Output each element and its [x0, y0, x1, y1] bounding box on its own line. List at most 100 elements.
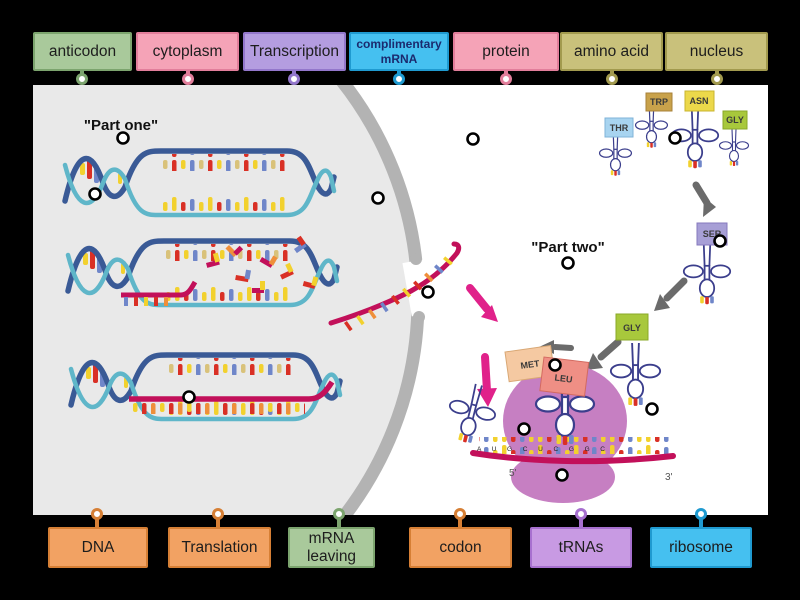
label-tile-ribosome[interactable]: ribosome	[650, 527, 752, 568]
connector-dot	[454, 508, 466, 520]
connector-stem	[80, 69, 84, 75]
connector-stem	[458, 518, 462, 527]
mrna-codon-letters: A U G C U C G G C	[477, 446, 605, 453]
connector-dot	[76, 73, 88, 85]
diagram-canvas: "Part one" "Part two" THR TRP ASN GLY	[0, 0, 768, 600]
gray-arrows	[539, 181, 716, 370]
answer-marker-7[interactable]	[668, 131, 682, 145]
connector-dot	[288, 73, 300, 85]
three-prime-label: 3'	[665, 472, 673, 483]
connector-stem	[186, 69, 190, 75]
label-text: cytoplasm	[152, 42, 223, 60]
connector-dot	[333, 508, 345, 520]
connector-dot	[182, 73, 194, 85]
amino-tag-thr: THR	[604, 117, 634, 138]
connector-stem	[95, 518, 99, 527]
tag-text: TRP	[650, 97, 668, 107]
part-two-label: "Part two"	[531, 239, 604, 256]
answer-marker-1[interactable]	[116, 131, 130, 145]
label-text: protein	[482, 42, 530, 60]
label-text: DNA	[81, 538, 115, 556]
label-tile-translation[interactable]: Translation	[168, 527, 271, 568]
forming-mrna	[121, 235, 319, 306]
answer-marker-8[interactable]	[713, 234, 727, 248]
answer-marker-5[interactable]	[466, 132, 480, 146]
tag-text: GLY	[623, 323, 641, 333]
amino-tag-gly-mid: GLY	[615, 313, 649, 341]
protein-synthesis-diagram: "Part one" "Part two" THR TRP ASN GLY	[0, 0, 750, 600]
pink-arrow-1	[466, 284, 498, 322]
label-tile-transcription[interactable]: Transcription	[243, 32, 346, 71]
answer-marker-3[interactable]	[182, 390, 196, 404]
tag-text: THR	[610, 123, 629, 133]
label-tile-dna[interactable]: DNA	[48, 527, 148, 568]
connector-dot	[711, 73, 723, 85]
label-text: codon	[439, 538, 482, 556]
label-text: amino acid	[574, 42, 649, 60]
label-text: mRNA leaving	[306, 530, 357, 565]
connector-dot	[500, 73, 512, 85]
connector-dot	[575, 508, 587, 520]
connector-stem	[337, 518, 341, 527]
answer-marker-13[interactable]	[645, 402, 659, 416]
connector-stem	[216, 518, 220, 527]
connector-dot	[212, 508, 224, 520]
trna-thr	[598, 134, 633, 177]
connector-dot	[695, 508, 707, 520]
answer-marker-12[interactable]	[555, 468, 569, 482]
answer-marker-9[interactable]	[561, 256, 575, 270]
label-text: anticodon	[48, 42, 117, 60]
part-one-label: "Part one"	[84, 117, 158, 134]
five-prime-label: 5'	[509, 468, 517, 479]
answer-marker-6[interactable]	[421, 285, 435, 299]
trna-gly-top	[718, 128, 750, 167]
trna-ser	[682, 244, 732, 306]
label-text: Translation	[181, 538, 258, 556]
connector-dot	[91, 508, 103, 520]
label-tile-mrna-leaving[interactable]: mRNA leaving	[288, 527, 375, 568]
connector-stem	[579, 518, 583, 527]
label-tile-amino-acid[interactable]: amino acid	[560, 32, 663, 71]
ribosome-mrna: A U G C U C G G C	[470, 437, 676, 465]
connector-stem	[504, 69, 508, 75]
label-tile-nucleus[interactable]: nucleus	[665, 32, 768, 71]
answer-marker-4[interactable]	[371, 191, 385, 205]
label-text: ribosome	[669, 538, 733, 556]
amino-tag-trp: TRP	[645, 92, 673, 112]
completed-mrna	[129, 380, 335, 414]
label-tile-codon[interactable]: codon	[409, 527, 512, 568]
label-text: tRNAs	[558, 538, 604, 556]
tag-text: LEU	[554, 372, 573, 384]
amino-tag-leu: LEU	[539, 356, 590, 397]
label-text: nucleus	[689, 42, 744, 60]
label-tile-trnas[interactable]: tRNAs	[530, 527, 632, 568]
connector-stem	[292, 69, 296, 75]
answer-marker-10[interactable]	[548, 358, 562, 372]
label-text: Transcription	[249, 42, 339, 60]
connector-dot	[393, 73, 405, 85]
membrane-stub	[410, 253, 422, 265]
label-text: complimentary mRNA	[356, 37, 442, 66]
amino-tag-asn: ASN	[684, 90, 715, 112]
membrane-stub	[413, 311, 425, 323]
label-tile-protein[interactable]: protein	[453, 32, 559, 71]
connector-dot	[606, 73, 618, 85]
tag-text: GLY	[726, 115, 744, 125]
tag-text: ASN	[689, 96, 708, 106]
amino-tag-gly-top: GLY	[722, 110, 748, 130]
tag-text: MET	[520, 358, 541, 371]
label-tile-anticodon[interactable]: anticodon	[33, 32, 132, 71]
tag-text: SER	[703, 229, 722, 239]
connector-stem	[699, 518, 703, 527]
trna-trp	[634, 106, 669, 149]
connector-stem	[610, 69, 614, 75]
label-tile-cytoplasm[interactable]: cytoplasm	[136, 32, 239, 71]
connector-stem	[715, 69, 719, 75]
pink-arrow-2	[477, 353, 497, 407]
answer-marker-2[interactable]	[88, 187, 102, 201]
connector-stem	[397, 69, 401, 75]
label-tile-complimentary-mrna[interactable]: complimentary mRNA	[349, 32, 449, 71]
free-nucleotides	[206, 235, 319, 293]
answer-marker-11[interactable]	[517, 422, 531, 436]
